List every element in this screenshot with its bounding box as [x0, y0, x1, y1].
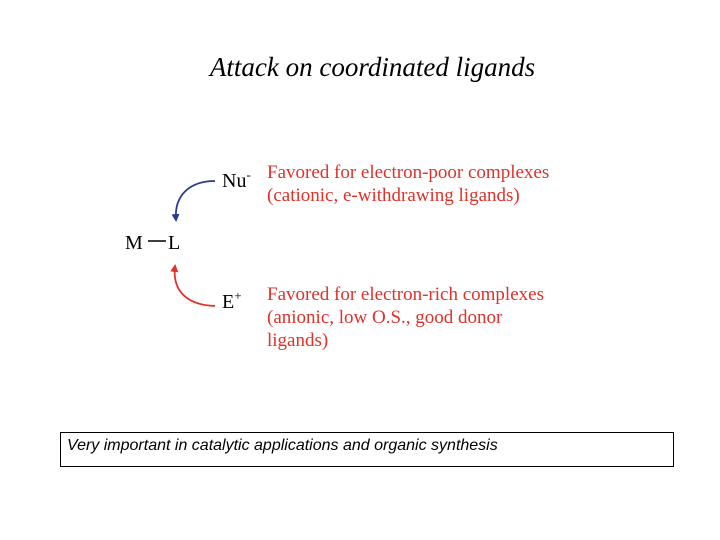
electrophile-symbol: E+: [222, 288, 242, 313]
nucleophile-note: Favored for electron-poor complexes (cat…: [267, 162, 549, 206]
nucleophile-attack-arrow: [171, 180, 216, 222]
electrophile-note: Favored for electron-rich complexes (ani…: [267, 284, 544, 351]
nucleophile-symbol: Nu-: [222, 167, 251, 192]
ligand-symbol: L: [168, 232, 180, 254]
electrophile-note-line: ligands): [267, 330, 328, 351]
nucleophile-note-line: Favored for electron-poor complexes: [267, 162, 549, 183]
slide-title: Attack on coordinated ligands: [209, 52, 536, 82]
electrophile-note-line: Favored for electron-rich complexes: [267, 284, 544, 305]
electrophile-note-line: (anionic, low O.S., good donor: [267, 307, 503, 328]
nucleophile-note-line: (cationic, e-withdrawing ligands): [267, 185, 520, 206]
electrophile-attack-arrow: [170, 264, 216, 307]
callout-box: Very important in catalytic applications…: [60, 432, 674, 467]
metal-symbol: M: [125, 232, 143, 254]
